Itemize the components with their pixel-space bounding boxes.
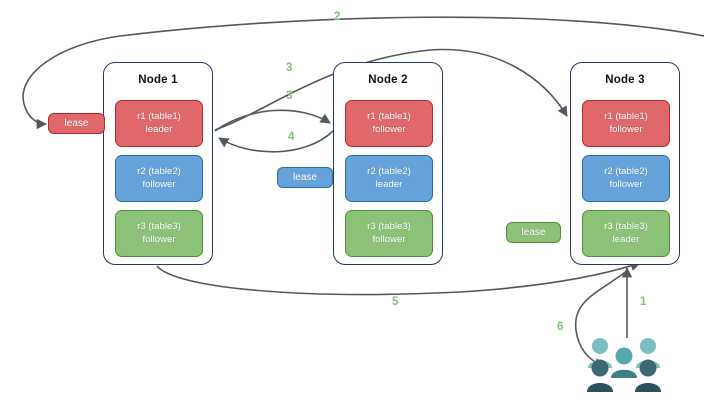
node-1-replica-r2-name: r2 (table2) bbox=[137, 166, 181, 178]
node-2-replica-r1-role: follower bbox=[372, 123, 406, 135]
edge-label-6: 6 bbox=[557, 321, 564, 333]
node-3-replica-r2-role: follower bbox=[609, 178, 643, 190]
edge-4-path bbox=[218, 130, 334, 153]
node-2-replica-r1-name: r1 (table1) bbox=[367, 111, 411, 123]
node-3-replica-r2[interactable]: r2 (table2) follower bbox=[582, 155, 670, 202]
node-1-replica-r1-name: r1 (table1) bbox=[137, 111, 181, 123]
edge-label-4: 4 bbox=[288, 131, 295, 143]
node-1-replica-r1[interactable]: r1 (table1) leader bbox=[115, 100, 203, 147]
edge-6-path bbox=[574, 269, 629, 368]
node-2-replica-r3[interactable]: r3 (table3) follower bbox=[345, 210, 433, 257]
node-2-replica-r2-role: leader bbox=[375, 178, 403, 190]
edge-2-path bbox=[22, 16, 704, 130]
edge-3b-path bbox=[214, 109, 331, 132]
edge-label-3b: 3 bbox=[286, 90, 293, 102]
node-3[interactable]: Node 3 r1 (table1) follower r2 (table2) … bbox=[570, 62, 680, 265]
lease-table1[interactable]: lease bbox=[48, 113, 105, 134]
users-icon bbox=[587, 338, 661, 392]
node-3-replica-r1[interactable]: r1 (table1) follower bbox=[582, 100, 670, 147]
node-2-replica-r3-name: r3 (table3) bbox=[367, 221, 411, 233]
node-3-replica-r2-name: r2 (table2) bbox=[604, 166, 648, 178]
edge-label-1: 1 bbox=[640, 296, 647, 308]
node-1-replica-r1-role: leader bbox=[145, 123, 173, 135]
node-3-replica-r3-role: leader bbox=[612, 233, 640, 245]
node-3-title: Node 3 bbox=[605, 74, 645, 86]
node-1-replica-r3-name: r3 (table3) bbox=[137, 221, 181, 233]
edge-label-5: 5 bbox=[392, 296, 399, 308]
edge-5-path bbox=[156, 260, 641, 296]
node-3-replica-r3[interactable]: r3 (table3) leader bbox=[582, 210, 670, 257]
node-2-replica-r1[interactable]: r1 (table1) follower bbox=[345, 100, 433, 147]
node-2-replica-r2[interactable]: r2 (table2) leader bbox=[345, 155, 433, 202]
node-3-replica-r1-role: follower bbox=[609, 123, 643, 135]
lease-table2[interactable]: lease bbox=[277, 167, 333, 188]
node-3-replica-r1-name: r1 (table1) bbox=[604, 111, 648, 123]
node-1-replica-r2-role: follower bbox=[142, 178, 176, 190]
node-2-replica-r2-name: r2 (table2) bbox=[367, 166, 411, 178]
node-3-replica-r3-name: r3 (table3) bbox=[604, 221, 648, 233]
node-1-replica-r3-role: follower bbox=[142, 233, 176, 245]
edge-label-2: 2 bbox=[334, 11, 341, 23]
edge-3a-path bbox=[214, 48, 568, 131]
edge-label-3a: 3 bbox=[286, 62, 293, 74]
node-1-title: Node 1 bbox=[138, 74, 178, 86]
lease-table3[interactable]: lease bbox=[506, 222, 561, 243]
node-2-title: Node 2 bbox=[368, 74, 408, 86]
node-1-replica-r3[interactable]: r3 (table3) follower bbox=[115, 210, 203, 257]
node-1-replica-r2[interactable]: r2 (table2) follower bbox=[115, 155, 203, 202]
node-2-replica-r3-role: follower bbox=[372, 233, 406, 245]
node-2[interactable]: Node 2 r1 (table1) follower r2 (table2) … bbox=[333, 62, 443, 265]
node-1[interactable]: Node 1 r1 (table1) leader r2 (table2) fo… bbox=[103, 62, 213, 265]
